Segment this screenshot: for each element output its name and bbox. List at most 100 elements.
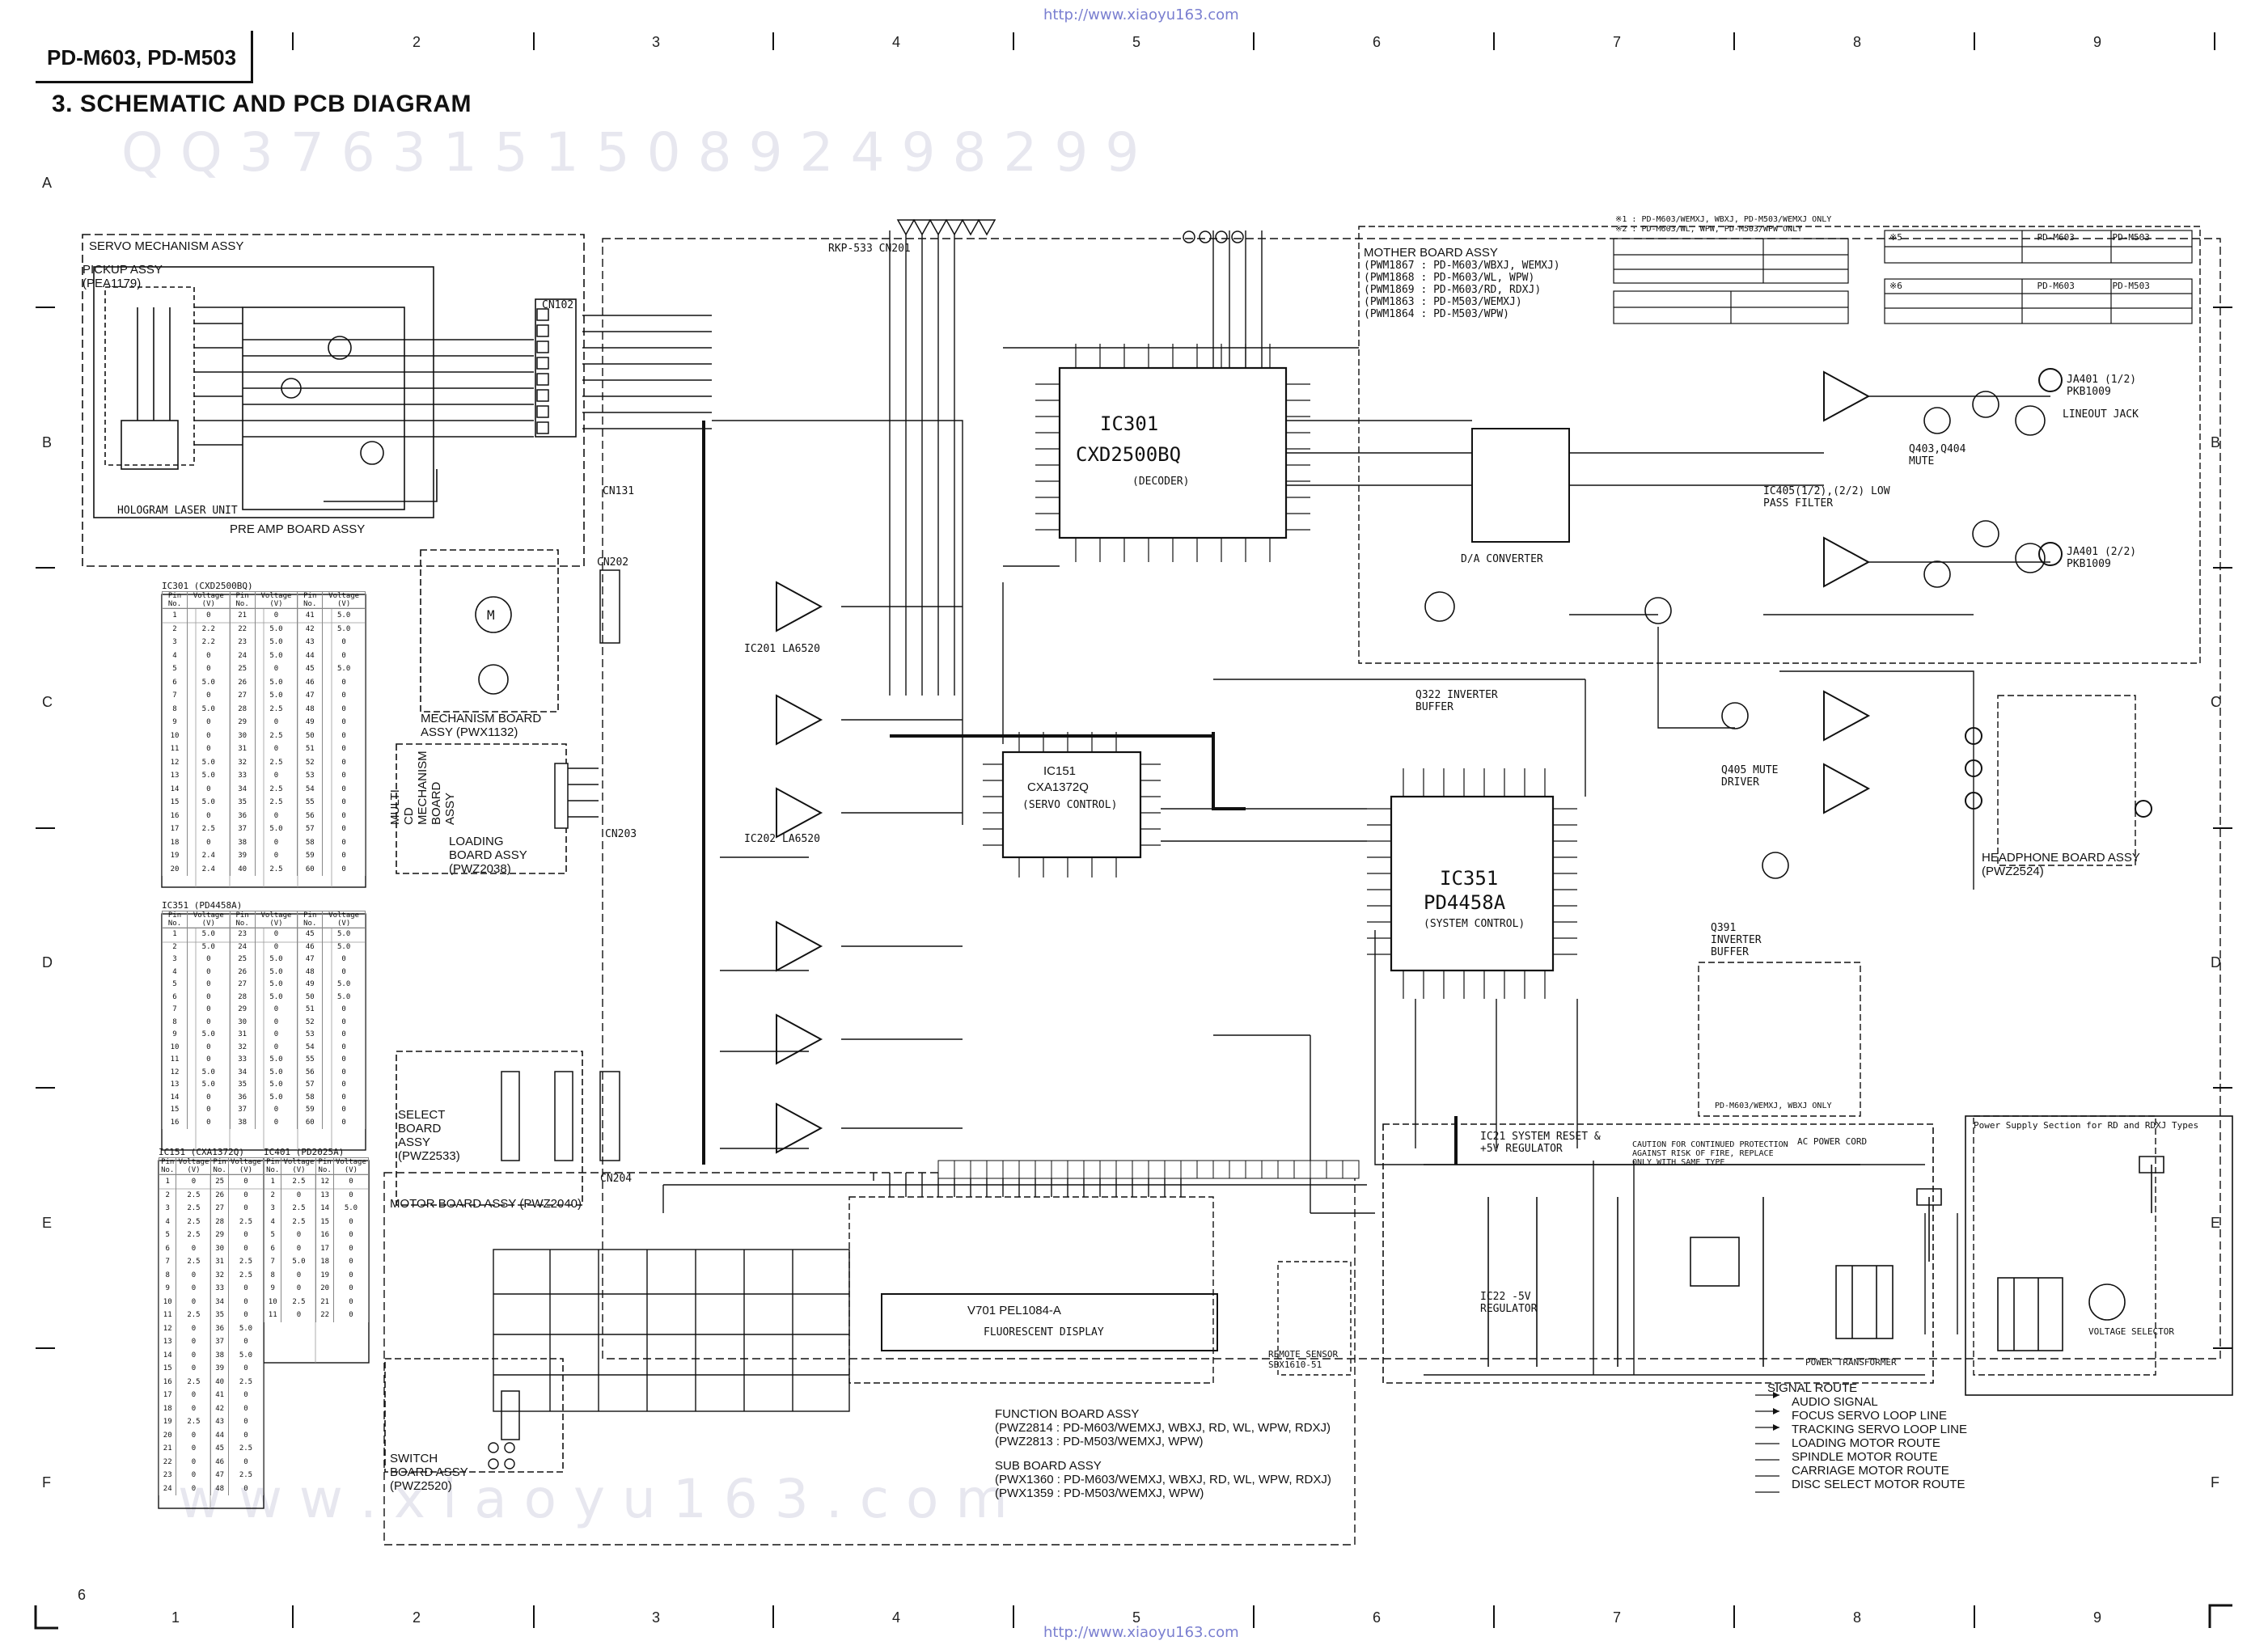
table-cell: 37 xyxy=(229,1104,256,1117)
table-cell: 38 xyxy=(229,835,256,849)
table-cell: 43 xyxy=(297,636,324,649)
table-cell: 0 xyxy=(254,742,298,756)
table-cell: 0 xyxy=(186,662,231,676)
table-cell: 2.5 xyxy=(281,1174,317,1189)
table-cell: 16 xyxy=(162,809,188,822)
ic351-label: IC351 xyxy=(1440,867,1499,890)
table-cell: 0 xyxy=(322,954,366,966)
table-cell: 5.0 xyxy=(254,822,298,836)
table-header-row: Pin No.Voltage (V)Pin No.Voltage (V) xyxy=(158,1157,264,1175)
table-cell: 41 xyxy=(297,608,324,623)
table-cell: 10 xyxy=(263,1295,282,1309)
table-cell: 54 xyxy=(297,782,324,796)
line-out-label: LINEOUT JACK xyxy=(2063,408,2139,421)
table-cell: 5.0 xyxy=(186,755,231,769)
col-label: 3 xyxy=(652,34,661,50)
table-cell: 0 xyxy=(186,954,231,966)
table-cell: 12 xyxy=(315,1174,334,1189)
table-cell: 22 xyxy=(315,1309,334,1322)
table-header-cell: Pin No. xyxy=(297,911,324,928)
mother-variant: (PWM1863 : PD-M503/WEMXJ) xyxy=(1364,296,1522,308)
table-cell: 0 xyxy=(176,1241,212,1255)
table-cell: 2.4 xyxy=(186,849,231,863)
table-cell: 2.2 xyxy=(186,636,231,649)
table-cell: 2.5 xyxy=(176,1375,212,1389)
table-cell: 0 xyxy=(332,1309,370,1322)
table-cell: 0 xyxy=(322,769,366,783)
table-cell: 24 xyxy=(158,1482,177,1495)
table-cell: 5.0 xyxy=(322,662,366,676)
table-header-cell: Pin No. xyxy=(162,591,188,609)
table-cell: 0 xyxy=(186,991,231,1004)
note-b: ※2 : PD-M603/WL, WPW, PD-M503/WPW ONLY xyxy=(1615,225,1803,234)
table-cell: 40 xyxy=(229,862,256,876)
table-cell: 0 xyxy=(227,1389,264,1402)
table-cell: 3 xyxy=(158,1202,177,1216)
table-header-cell: Pin No. xyxy=(315,1157,334,1175)
table-cell: 0 xyxy=(176,1335,212,1349)
table-cell: 0 xyxy=(186,979,231,992)
row-label: B xyxy=(2211,434,2221,450)
table-cell: 59 xyxy=(297,849,324,863)
ic21-label: IC21 SYSTEM RESET & +5V REGULATOR xyxy=(1480,1131,1601,1155)
table-cell: 10 xyxy=(158,1295,177,1309)
note-k5-col: PD-M603 xyxy=(2037,232,2075,243)
table-cell: 47 xyxy=(210,1469,229,1482)
table-cell: 11 xyxy=(162,742,188,756)
table-cell: 58 xyxy=(297,1091,324,1104)
switch-board-label: SWITCH BOARD ASSY (PWZ2520) xyxy=(390,1452,468,1493)
table-cell: 4 xyxy=(162,649,188,662)
table-cell: 17 xyxy=(162,822,188,836)
cn202-label: CN202 xyxy=(597,556,629,569)
table-cell: 0 xyxy=(227,1241,264,1255)
table-cell: 2.5 xyxy=(227,1469,264,1482)
table-cell: 30 xyxy=(229,729,256,742)
function-variant: (PWZ2813 : PD-M503/WEMXJ, WPW) xyxy=(995,1435,1204,1448)
table-cell: 5.0 xyxy=(254,689,298,703)
table-cell: 5.0 xyxy=(254,991,298,1004)
table-cell: 14 xyxy=(162,782,188,796)
table-cell: 49 xyxy=(297,979,324,992)
table-cell: 7 xyxy=(162,689,188,703)
table-cell: 0 xyxy=(186,742,231,756)
table-cell: 6 xyxy=(162,675,188,689)
table-cell: 28 xyxy=(229,702,256,716)
source-url-bottom: http://www.xiaoyu163.com xyxy=(1043,1624,1239,1641)
ic351-part: PD4458A xyxy=(1424,891,1506,914)
row-label: B xyxy=(42,434,53,450)
table-cell: 0 xyxy=(254,716,298,729)
table-header-cell: Pin No. xyxy=(229,911,256,928)
table-cell: 7 xyxy=(263,1255,282,1269)
note-k6-key: ※6 xyxy=(1889,281,1902,291)
table-cell: 38 xyxy=(210,1348,229,1362)
note-k6: ※6 PD-M603 PD-M503 xyxy=(1889,281,2150,291)
signal-route-item: AUDIO SIGNAL xyxy=(1792,1395,1878,1409)
table-cell: 0 xyxy=(186,782,231,796)
table-cell: 5.0 xyxy=(254,966,298,979)
table-cell: 2.5 xyxy=(186,822,231,836)
table-cell: 13 xyxy=(315,1188,334,1202)
table-cell: 2 xyxy=(158,1188,177,1202)
table-cell: 0 xyxy=(227,1174,264,1189)
table-cell: 7 xyxy=(158,1255,177,1269)
table-cell: 48 xyxy=(210,1482,229,1495)
